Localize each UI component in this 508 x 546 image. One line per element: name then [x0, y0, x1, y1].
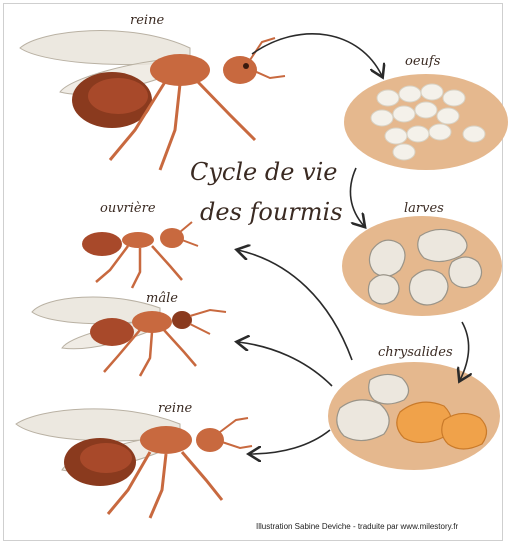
eggs-nest — [344, 74, 508, 170]
worker-ant — [82, 222, 198, 288]
diagram-title-line-1: Cycle de vie — [190, 158, 338, 186]
male-ant — [32, 297, 226, 376]
arrow-eggs-to-larvae — [350, 168, 364, 226]
label-larvae: larves — [404, 201, 444, 216]
label-male: mâle — [146, 291, 178, 306]
arrow-pupae-to-worker — [238, 250, 352, 360]
pupae-nest — [328, 362, 500, 470]
queen-ant-bottom — [16, 409, 252, 518]
queen-ant-top — [20, 31, 285, 170]
diagram-title-line-2: des fourmis — [200, 198, 343, 226]
label-worker: ouvrière — [100, 201, 156, 216]
label-pupae: chrysalides — [378, 345, 453, 360]
arrow-pupae-to-queen — [250, 430, 330, 454]
label-eggs: oeufs — [405, 54, 441, 69]
larvae-nest — [342, 216, 502, 316]
illustration-credit: Illustration Sabine Deviche - traduite p… — [256, 522, 458, 531]
label-queen-bottom: reine — [158, 401, 192, 416]
arrow-queen-to-eggs — [252, 34, 382, 76]
arrow-pupae-to-male — [238, 342, 332, 386]
label-queen-top: reine — [130, 13, 164, 28]
